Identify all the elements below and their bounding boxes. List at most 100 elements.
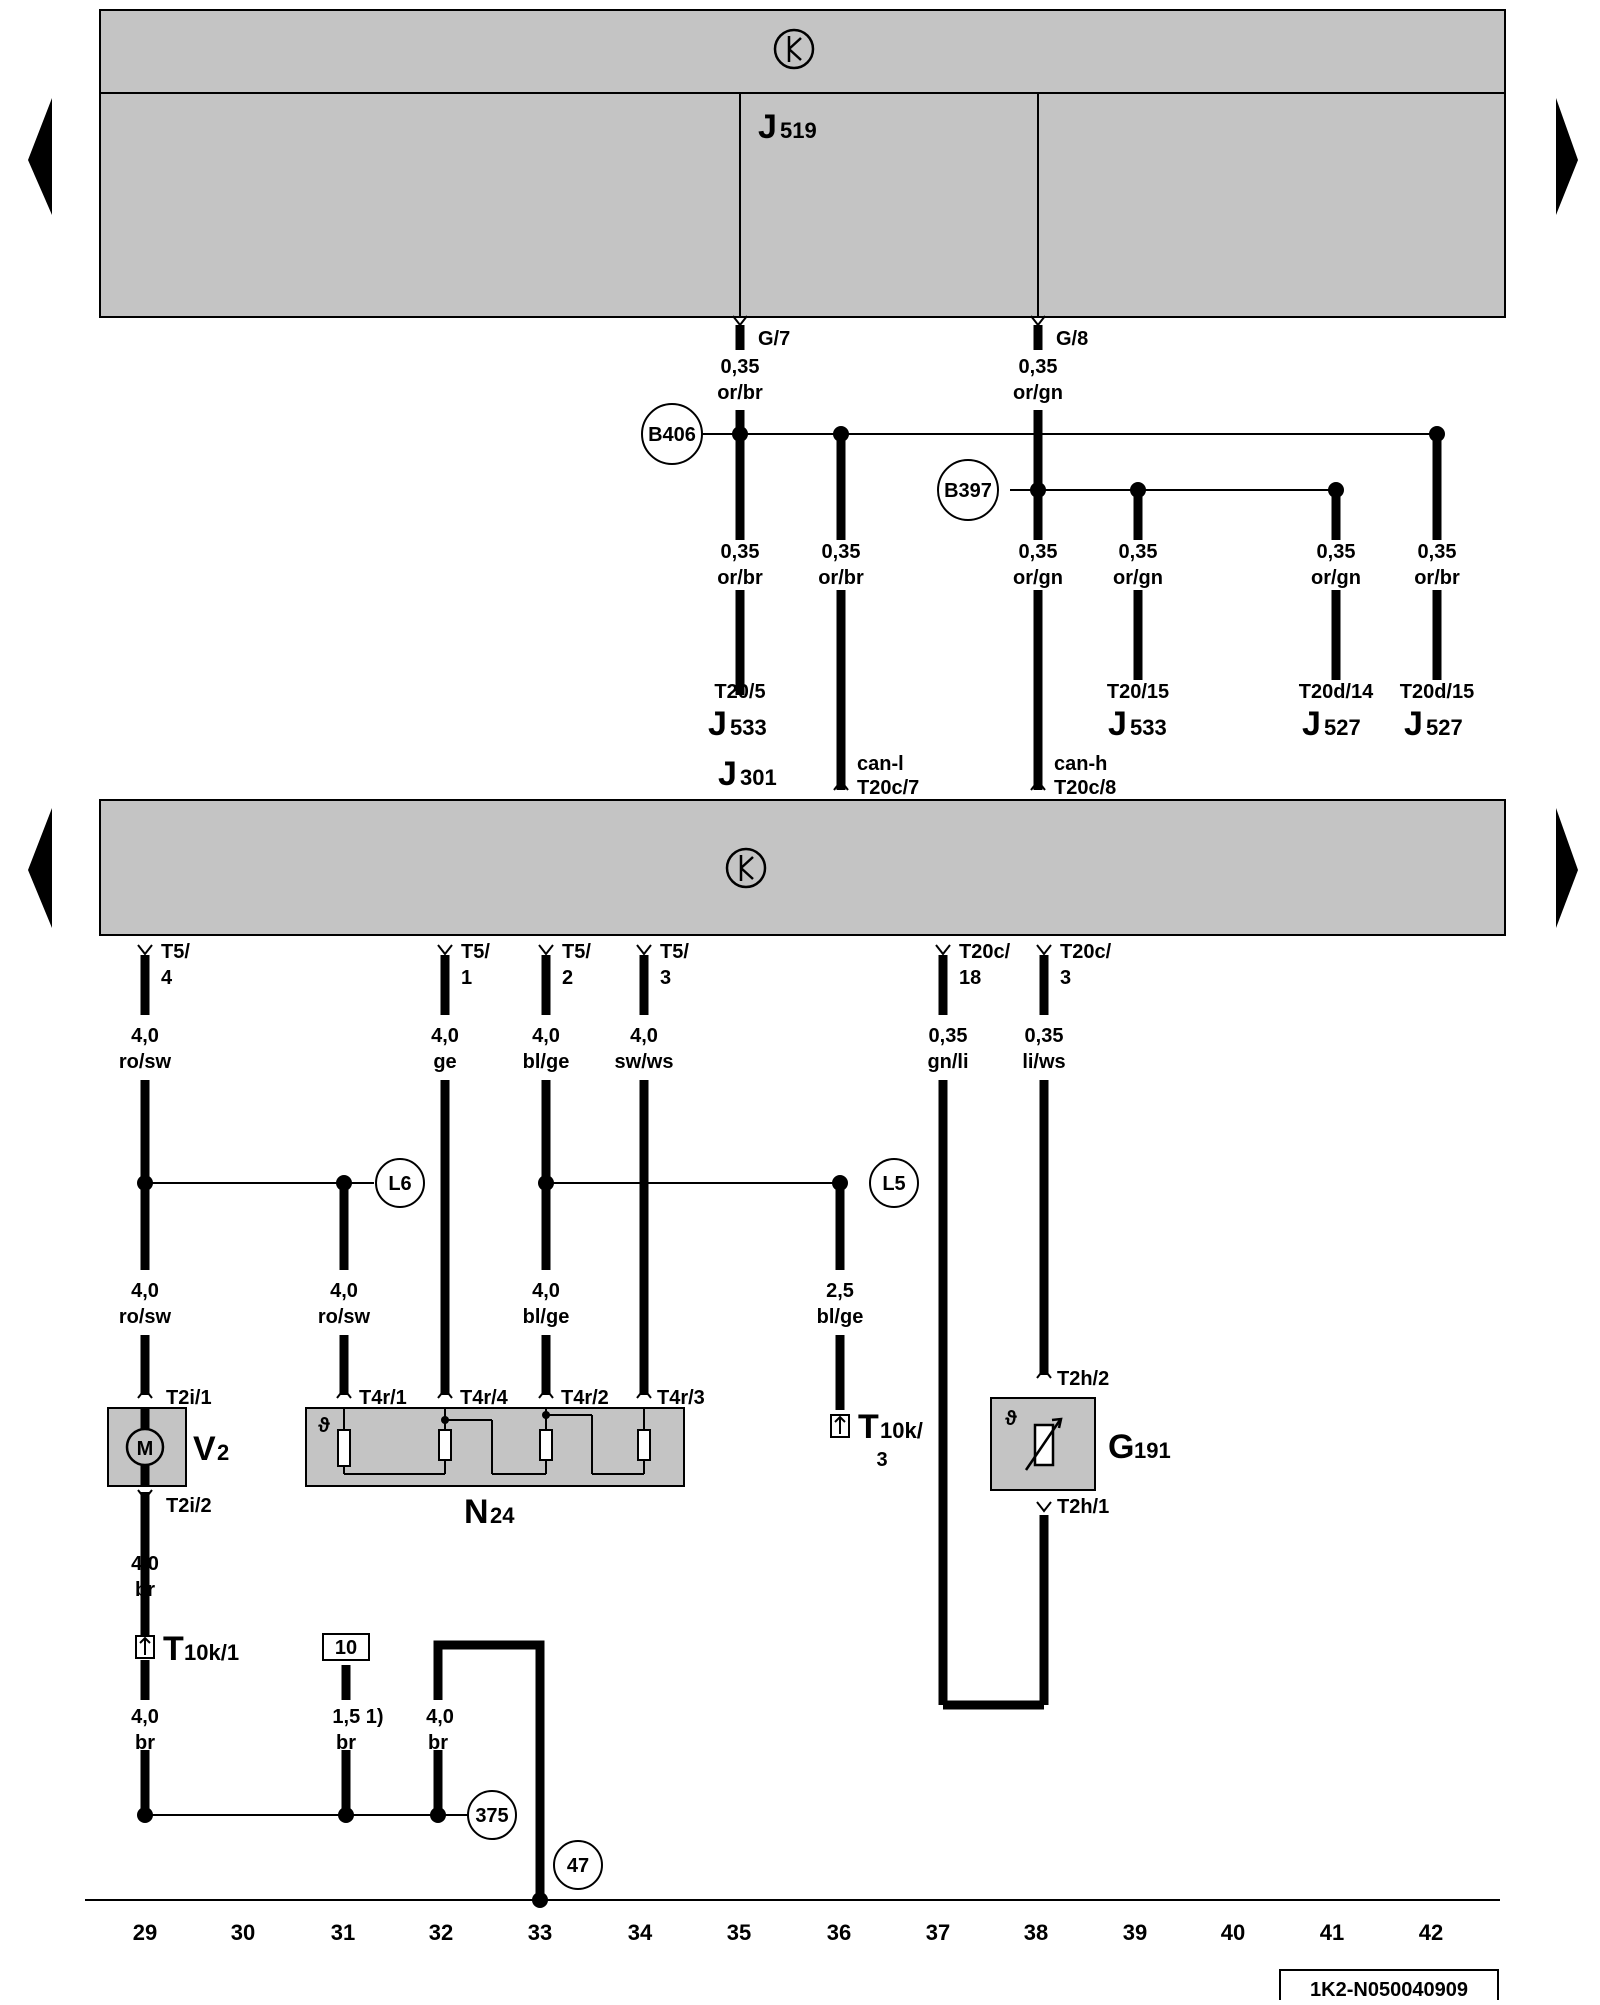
pin-t5-1-a: T5/: [461, 941, 490, 963]
wire-size: 0,35: [721, 541, 760, 563]
j301-sub: 301: [740, 765, 777, 790]
pin-t5-4-b: 4: [161, 967, 173, 989]
wire-color: gn/li: [927, 1051, 968, 1073]
motor-icon: [125, 1427, 165, 1467]
connection-l5-label: L5: [882, 1173, 905, 1195]
wire-color: br: [135, 1732, 155, 1754]
connection-l6-label: L6: [388, 1173, 411, 1195]
wire-size: 4,0: [131, 1025, 159, 1047]
splice-b406: B406: [641, 403, 703, 465]
g191-sub: 191: [1134, 1438, 1171, 1463]
wire-color: bl/ge: [523, 1306, 570, 1328]
can-l-label: can-l: [857, 753, 904, 775]
pin-t2i-1: T2i/1: [166, 1387, 212, 1409]
column-number: 33: [528, 1920, 552, 1945]
wire-color: bl/ge: [817, 1306, 864, 1328]
motor-symbol: M: [137, 1438, 154, 1460]
wire-color: ro/sw: [119, 1306, 172, 1328]
pin-t2h-1: T2h/1: [1057, 1496, 1109, 1518]
can-bus-icon: [773, 28, 815, 70]
pin-t4r-3: T4r/3: [657, 1387, 705, 1409]
nav-left-arrow-bottom[interactable]: [28, 808, 52, 928]
wire-color: br: [336, 1732, 356, 1754]
document-id-box: 1K2-N050040909: [1279, 1969, 1499, 2005]
bottom-bus-lines: [85, 1182, 1500, 1901]
pin-t5-2-b: 2: [562, 967, 573, 989]
j533-a-sub: 533: [730, 715, 767, 740]
nav-right-arrow-bottom[interactable]: [1556, 808, 1578, 928]
wire-color: br: [428, 1732, 448, 1754]
wire-size: 0,35: [1025, 1025, 1064, 1047]
wire-color: or/br: [717, 382, 763, 404]
pin-t5-3-b: 3: [660, 967, 671, 989]
wire-color: ro/sw: [119, 1051, 172, 1073]
connector-t10k-3: [830, 1414, 850, 1438]
bottom-junction-dots: [137, 1175, 848, 1908]
pin-t20c-3-b: 3: [1060, 967, 1071, 989]
j533-b-sub: 533: [1130, 715, 1167, 740]
wire-color: sw/ws: [615, 1051, 674, 1073]
wire-size: 1,5 1): [332, 1706, 383, 1728]
pin-t20c-7: T20c/7: [857, 777, 919, 799]
wire-size: 0,35: [721, 356, 760, 378]
wire-size: 4,0: [131, 1706, 159, 1728]
top-pin-markers: [732, 315, 1046, 791]
column-number: 30: [231, 1920, 255, 1945]
j527-a-main: J: [1302, 705, 1321, 743]
top-wire-group: [735, 325, 1442, 790]
column-number: 39: [1123, 1920, 1147, 1945]
wire-size: 4,0: [131, 1553, 159, 1575]
pin-g7: G/7: [758, 328, 790, 350]
j527-a-sub: 527: [1324, 715, 1361, 740]
document-id: 1K2-N050040909: [1310, 1979, 1468, 2000]
pin-t20d-14: T20d/14: [1299, 681, 1374, 703]
bottom-pin-markers: [137, 944, 1052, 956]
nav-left-arrow-top[interactable]: [28, 98, 52, 215]
wire-color: or/gn: [1013, 567, 1063, 589]
wire-color: bl/ge: [523, 1051, 570, 1073]
connection-47-label: 47: [567, 1855, 589, 1877]
wire-size: 0,35: [929, 1025, 968, 1047]
wire-size: 4,0: [330, 1280, 358, 1302]
theta-symbol: ϑ: [1005, 1408, 1017, 1430]
column-number: 37: [926, 1920, 950, 1945]
j527-b-sub: 527: [1426, 715, 1463, 740]
pin-t20-5: T20/5: [714, 681, 765, 703]
column-number: 29: [133, 1920, 157, 1945]
wire-color: or/br: [1414, 567, 1460, 589]
v2-main: V: [193, 1430, 216, 1468]
g191-main: G: [1108, 1428, 1134, 1466]
pin-t2i-2: T2i/2: [166, 1495, 212, 1517]
wire-color: or/gn: [1311, 567, 1361, 589]
wire-size: 0,35: [1019, 356, 1058, 378]
pin-t20c-3-a: T20c/: [1060, 941, 1112, 963]
wire-size: 4,0: [532, 1280, 560, 1302]
nav-right-arrow-top[interactable]: [1556, 98, 1578, 215]
wire-color: or/gn: [1013, 382, 1063, 404]
splice-b397: B397: [937, 459, 999, 521]
t10k3-sub: 10k/: [880, 1418, 923, 1443]
wire-color: br: [135, 1579, 155, 1601]
column-number: 36: [827, 1920, 851, 1945]
column-number: 31: [331, 1920, 355, 1945]
theta-symbol: ϑ: [318, 1415, 330, 1437]
wire-color: or/br: [717, 567, 763, 589]
wire-size: 4,0: [426, 1706, 454, 1728]
pin-t4r-1: T4r/1: [359, 1387, 407, 1409]
component-g191-sensor: ϑ: [990, 1397, 1096, 1491]
fuse-10-label: 10: [335, 1637, 357, 1659]
top-bus-lines: [700, 433, 1437, 491]
component-pin-markers: [137, 1367, 1052, 1513]
fuse-10: 10: [322, 1633, 370, 1661]
pin-t4r-4: T4r/4: [460, 1387, 509, 1409]
wire-color: or/gn: [1113, 567, 1163, 589]
pin-t20c-18-a: T20c/: [959, 941, 1011, 963]
pin-t5-2-a: T5/: [562, 941, 591, 963]
component-v2-motor: M: [107, 1407, 187, 1487]
connector-t10k-1: [135, 1635, 155, 1659]
wire-size: 0,35: [822, 541, 861, 563]
column-numbers: 29 30 31 32 33 34 35 36 37 38 39 40 41 4…: [133, 1920, 1443, 1945]
pin-t4r-2: T4r/2: [561, 1387, 609, 1409]
